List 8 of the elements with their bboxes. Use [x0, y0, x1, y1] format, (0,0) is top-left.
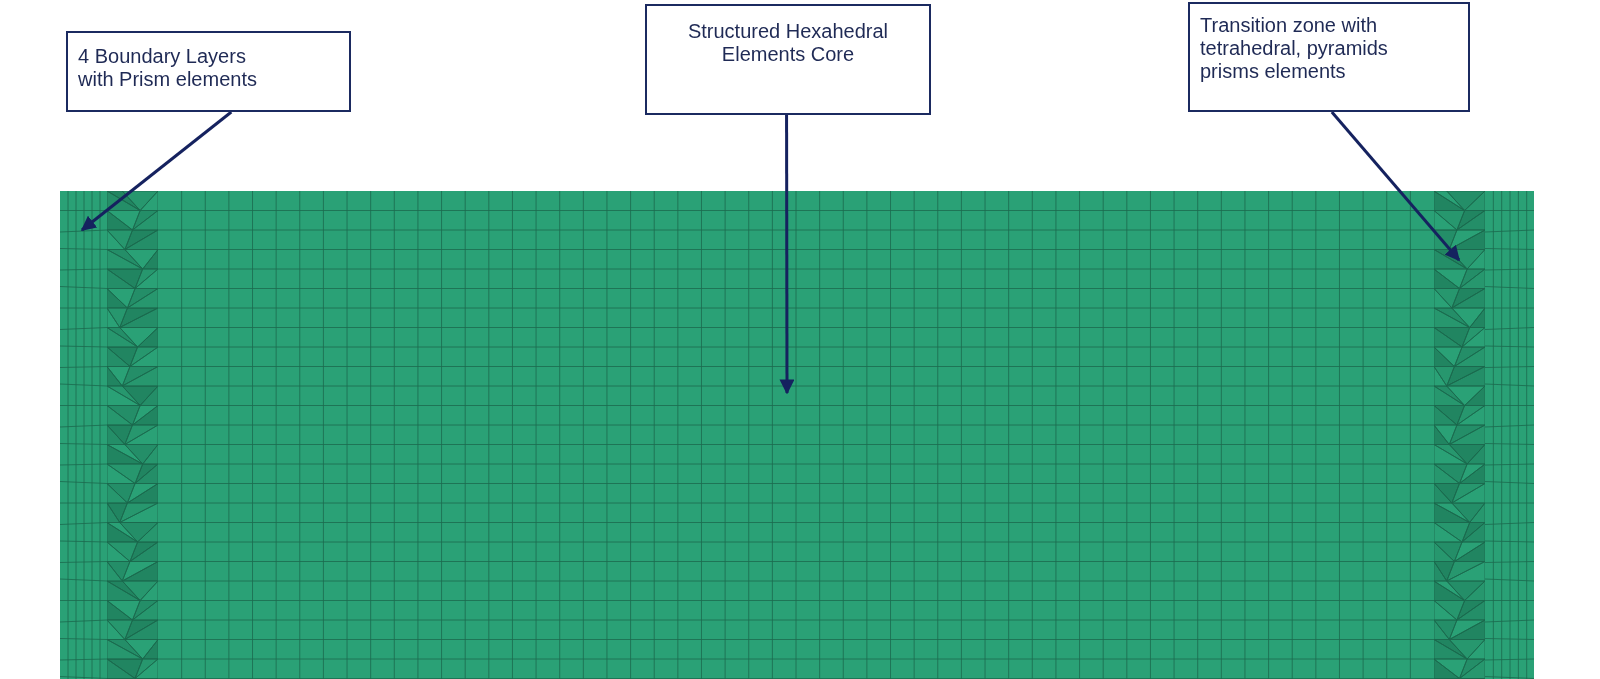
leader-arrow: [80, 110, 233, 232]
callout-box: Transition zone with tetrahedral, pyramids prisms elements: [1188, 2, 1470, 112]
prism-layer-band: [60, 191, 107, 679]
transition-band: [1434, 191, 1485, 679]
leader-arrow: [779, 115, 795, 395]
leader-arrow: [1330, 111, 1461, 262]
callout-box: 4 Boundary Layers with Prism elements: [66, 31, 351, 112]
callout-box: Structured Hexahedral Elements Core: [645, 4, 931, 115]
